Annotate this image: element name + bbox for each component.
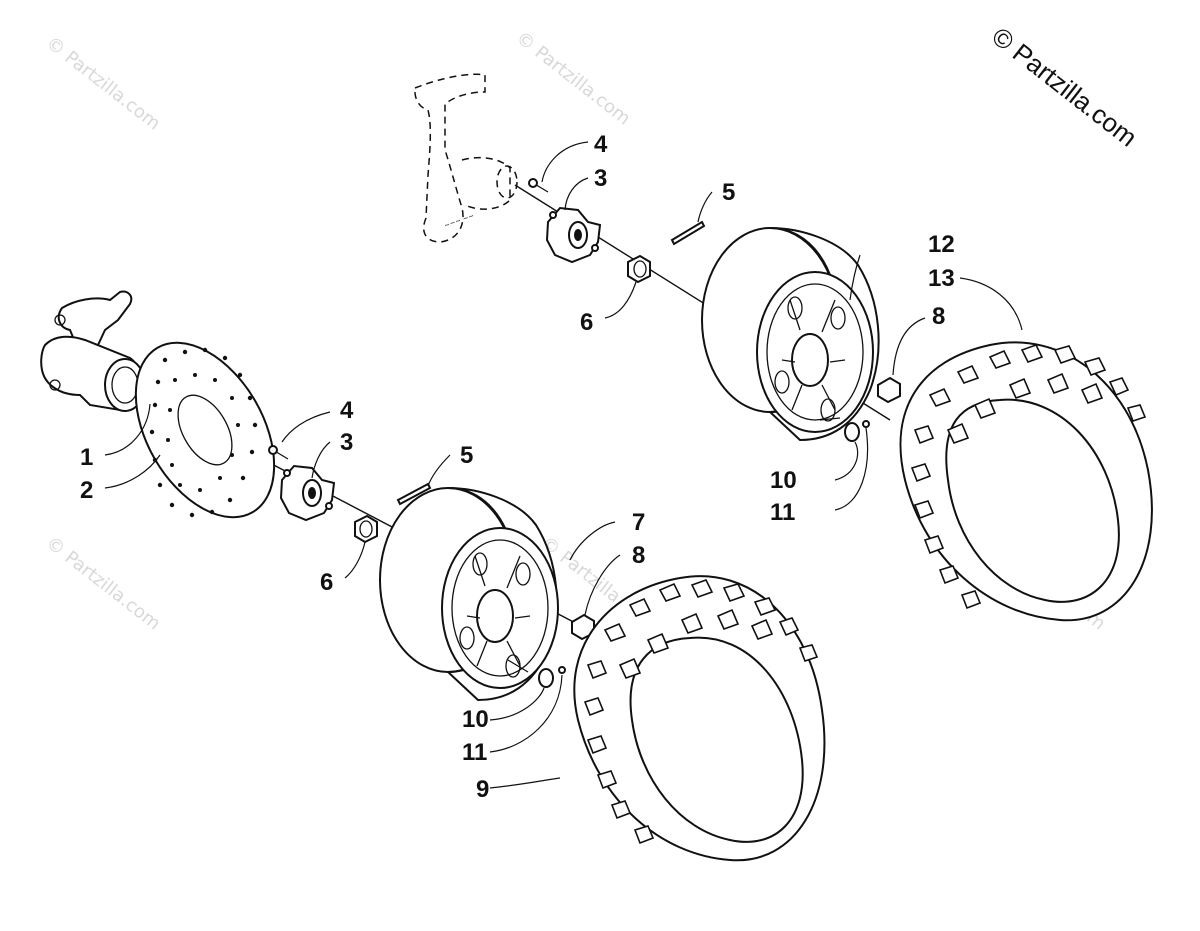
callout-13: 13	[928, 265, 955, 292]
lower-knuckle	[40, 290, 146, 412]
upper-rim	[701, 227, 880, 442]
callout-3: 3	[594, 165, 607, 192]
brake-rotor	[134, 341, 276, 519]
callout-3: 3	[340, 429, 353, 456]
lower-castle-nut	[354, 514, 378, 544]
callout-12: 12	[928, 231, 955, 258]
lower-leaders	[104, 403, 621, 789]
callout-7: 7	[632, 509, 645, 536]
callout-4: 4	[594, 131, 608, 158]
lower-cotter-pin	[396, 482, 432, 506]
watermark-faint: © Partzilla.com	[512, 27, 634, 129]
upper-cotter-pin	[670, 220, 706, 246]
lower-bolt	[268, 445, 289, 460]
callout-5: 5	[460, 442, 473, 469]
callout-6: 6	[320, 569, 333, 596]
upper-lug-nut	[877, 376, 901, 404]
svg-text:~~~ ~~: ~~~ ~~	[443, 212, 476, 230]
callout-5: 5	[722, 179, 735, 206]
callout-2: 2	[80, 477, 93, 504]
upper-hub	[545, 206, 602, 264]
callout-11: 11	[770, 499, 795, 526]
watermark-faint: © Partzilla.com	[42, 32, 164, 134]
watermark-main: © Partzilla.com	[986, 21, 1143, 153]
upper-bolt	[528, 178, 549, 193]
lower-valve-stem	[538, 666, 566, 688]
lower-hub	[279, 464, 336, 522]
callout-10: 10	[462, 706, 489, 733]
lower-callouts: 4 3 5 1 2 6 7 8 10 11 9	[80, 397, 645, 803]
callout-8: 8	[932, 303, 945, 330]
upper-leaders	[541, 141, 1023, 511]
upper-tire	[899, 341, 1153, 622]
upper-knuckle: ~~~ ~~	[414, 73, 518, 243]
lower-tire	[573, 575, 826, 862]
watermark-faint: © Partzilla.com	[42, 532, 164, 634]
upper-castle-nut	[627, 254, 651, 284]
callout-1: 1	[80, 444, 93, 471]
callout-10: 10	[770, 467, 797, 494]
callout-6: 6	[580, 309, 593, 336]
callout-9: 9	[476, 776, 489, 803]
callout-4: 4	[340, 397, 354, 424]
upper-valve-stem	[844, 420, 870, 442]
upper-callouts: 4 3 5 12 13 8 6 10 11	[580, 131, 955, 526]
callout-8: 8	[632, 542, 645, 569]
lower-rim	[379, 487, 559, 702]
callout-11: 11	[462, 739, 487, 766]
